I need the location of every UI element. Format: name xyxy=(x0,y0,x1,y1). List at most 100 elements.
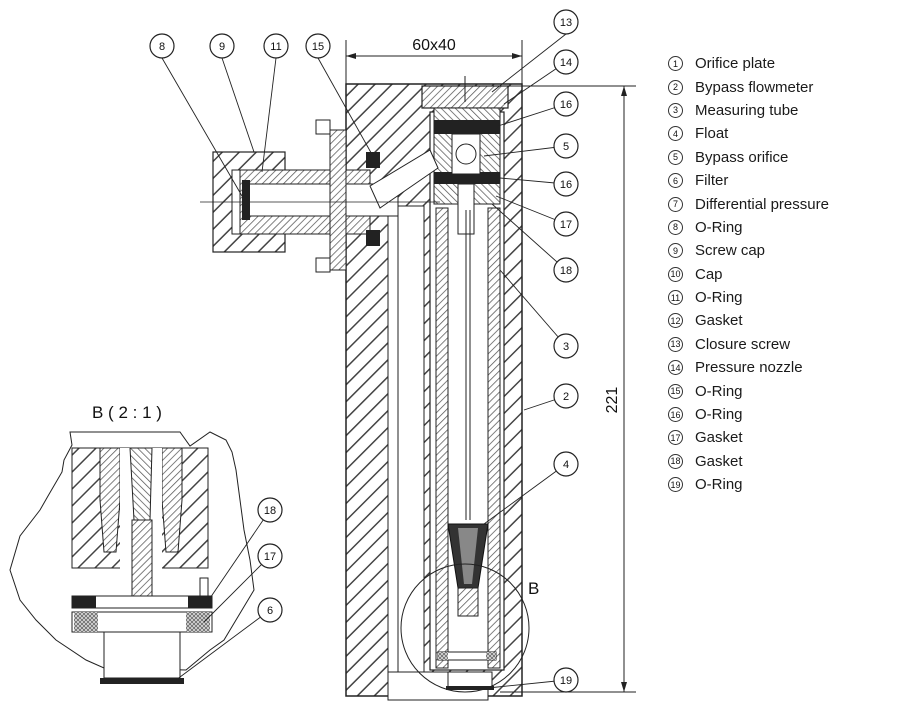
legend-item: 4 Float xyxy=(668,122,914,145)
svg-text:6: 6 xyxy=(267,605,273,617)
svg-text:11: 11 xyxy=(270,41,281,53)
legend-label: Pressure nozzle xyxy=(695,359,803,377)
detail-b-marker xyxy=(400,563,530,693)
legend-number: 15 xyxy=(668,383,683,399)
detail-b-view xyxy=(9,431,255,684)
legend-number: 5 xyxy=(668,149,683,165)
callout-4: 4 xyxy=(553,451,579,477)
svg-text:13: 13 xyxy=(560,17,572,29)
svg-text:5: 5 xyxy=(563,141,569,153)
svg-text:3: 3 xyxy=(563,341,569,353)
legend-item: 15 O-Ring xyxy=(668,379,914,402)
parts-legend: 1 Orifice plate 2 Bypass flowmeter 3 Measur… xyxy=(668,52,914,496)
legend-number: 2 xyxy=(668,79,683,95)
legend-label: Screw cap xyxy=(695,242,766,260)
svg-text:18: 18 xyxy=(560,265,572,277)
legend-label: O-Ring xyxy=(695,289,743,307)
legend-item: 5 Bypass orifice xyxy=(668,146,914,169)
legend-label: Orifice plate xyxy=(695,55,776,73)
legend-number: 9 xyxy=(668,243,683,259)
legend-number: 11 xyxy=(668,290,683,306)
callout-14: 14 xyxy=(553,49,579,75)
legend-item: 13 Closure screw xyxy=(668,333,914,356)
callout-18: 18 xyxy=(553,257,579,283)
detail-b-title: B ( 2 : 1 ) xyxy=(92,403,162,422)
legend-item: 6 Filter xyxy=(668,169,914,192)
legend-label: O-Ring xyxy=(695,218,743,236)
legend-label: Cap xyxy=(695,265,723,283)
svg-text:17: 17 xyxy=(560,219,572,231)
svg-text:14: 14 xyxy=(560,57,572,69)
legend-item: 1 Orifice plate xyxy=(668,52,914,75)
svg-text:16: 16 xyxy=(560,99,572,111)
legend-label: O-Ring xyxy=(695,382,743,400)
callout-17-detail: 17 xyxy=(257,543,283,569)
callout-16-lower: 16 xyxy=(553,171,579,197)
legend-label: Float xyxy=(695,125,729,143)
legend-number: 7 xyxy=(668,196,683,212)
legend-item: 3 Measuring tube xyxy=(668,99,914,122)
legend-item: 19 O-Ring xyxy=(668,473,914,496)
callout-circles: 8 9 11 15 13 14 16 5 16 17 18 3 2 4 19 1… xyxy=(149,9,579,693)
legend-number: 4 xyxy=(668,126,683,142)
legend-label: Bypass orifice xyxy=(695,148,789,166)
callout-13: 13 xyxy=(553,9,579,35)
svg-text:4: 4 xyxy=(563,459,569,471)
legend-number: 1 xyxy=(668,56,683,72)
legend-number: 17 xyxy=(668,430,683,446)
callout-6-detail: 6 xyxy=(257,597,283,623)
legend-label: O-Ring xyxy=(695,406,743,424)
callout-16-upper: 16 xyxy=(553,91,579,117)
legend-number: 3 xyxy=(668,102,683,118)
callout-9: 9 xyxy=(209,33,235,59)
callout-3: 3 xyxy=(553,333,579,359)
legend-label: Gasket xyxy=(695,452,743,470)
legend-number: 8 xyxy=(668,219,683,235)
svg-text:17: 17 xyxy=(264,551,276,563)
legend-label: Gasket xyxy=(695,312,743,330)
legend-number: 16 xyxy=(668,407,683,423)
callout-2: 2 xyxy=(553,383,579,409)
svg-text:9: 9 xyxy=(219,41,225,53)
float-part xyxy=(447,523,489,617)
svg-text:8: 8 xyxy=(159,41,165,53)
callout-11: 11 xyxy=(263,33,289,59)
legend-label: Bypass flowmeter xyxy=(695,78,814,96)
height-dimension-label: 221 xyxy=(604,387,621,414)
measuring-tube-walls xyxy=(435,207,501,669)
dimension-lines xyxy=(345,40,636,693)
legend-number: 12 xyxy=(668,313,683,329)
legend-label: Measuring tube xyxy=(695,101,799,119)
inlet-fitting-assembly xyxy=(200,119,440,273)
legend-number: 10 xyxy=(668,266,683,282)
legend-label: Gasket xyxy=(695,429,743,447)
svg-text:18: 18 xyxy=(264,505,276,517)
svg-text:16: 16 xyxy=(560,179,572,191)
legend-item: 17 Gasket xyxy=(668,426,914,449)
legend-item: 11 O-Ring xyxy=(668,286,914,309)
legend-item: 10 Cap xyxy=(668,263,914,286)
legend-label: O-Ring xyxy=(695,476,743,494)
svg-text:15: 15 xyxy=(312,41,324,53)
callout-8: 8 xyxy=(149,33,175,59)
legend-item: 2 Bypass flowmeter xyxy=(668,75,914,98)
legend-label: Differential pressure xyxy=(695,195,829,213)
svg-text:2: 2 xyxy=(563,391,569,403)
legend-item: 12 Gasket xyxy=(668,309,914,332)
legend-item: 16 O-Ring xyxy=(668,403,914,426)
detail-b-letter: B xyxy=(528,579,539,598)
legend-number: 13 xyxy=(668,336,683,352)
callout-17: 17 xyxy=(553,211,579,237)
legend-item: 7 Differential pressure xyxy=(668,192,914,215)
legend-number: 6 xyxy=(668,173,683,189)
legend-number: 19 xyxy=(668,477,683,493)
callout-19: 19 xyxy=(553,667,579,693)
legend-item: 9 Screw cap xyxy=(668,239,914,262)
legend-label: Filter xyxy=(695,172,729,190)
callout-5: 5 xyxy=(553,133,579,159)
legend-label: Closure screw xyxy=(695,335,791,353)
callout-15: 15 xyxy=(305,33,331,59)
